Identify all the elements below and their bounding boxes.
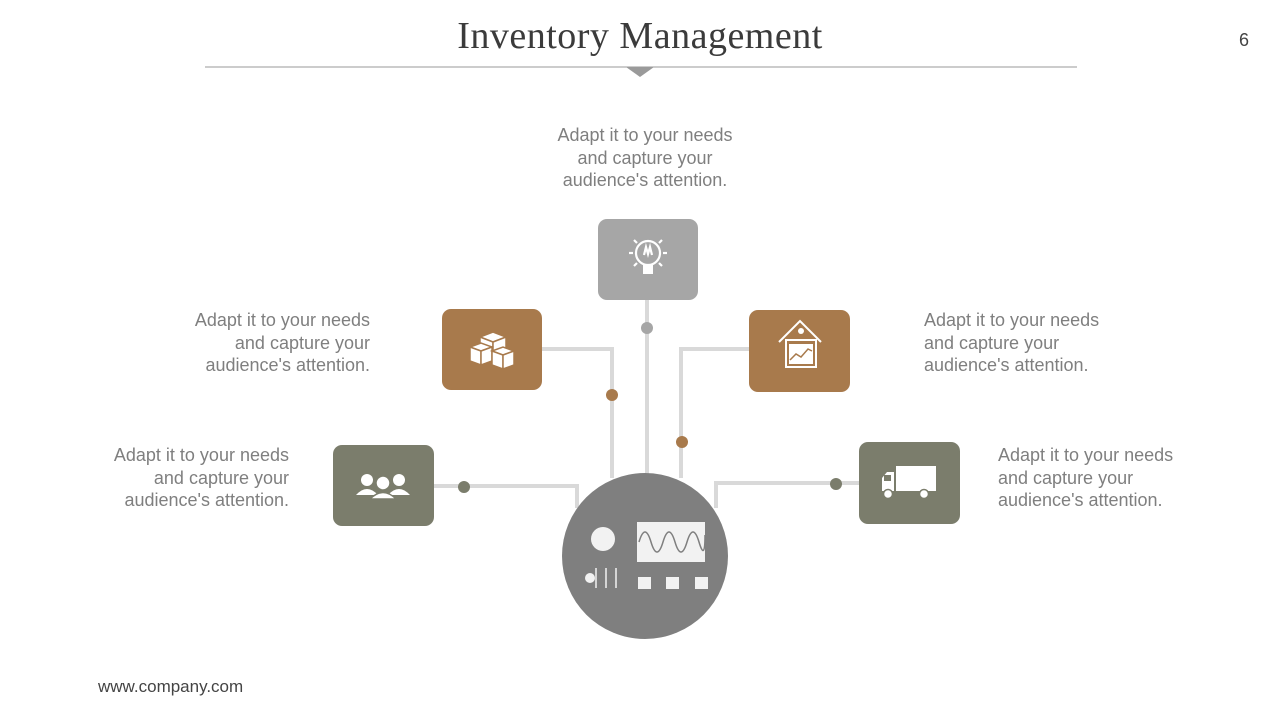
connector-lower-left [434, 484, 579, 508]
delivery-truck-icon [882, 466, 936, 500]
page-number: 6 [1238, 30, 1249, 50]
connector-dot-lower-right [830, 478, 842, 490]
caption-line: Adapt it to your needs [557, 125, 733, 145]
caption-line: audience's attention. [124, 490, 289, 510]
caption-line: audience's attention. [205, 355, 370, 375]
slide-title: Inventory Management [457, 15, 823, 57]
connector-dot-upper-left [606, 389, 618, 401]
hub [562, 473, 728, 639]
caption-lower-left: Adapt it to your needs and capture your … [49, 444, 289, 512]
caption-line: Adapt it to your needs [998, 445, 1174, 465]
caption-line: and capture your [153, 467, 289, 488]
caption-line: and capture your [998, 467, 1134, 488]
connector-dot-upper-right [676, 436, 688, 448]
connector-upper-left [542, 347, 614, 478]
node-top-box [598, 219, 698, 300]
footer-url: www.company.com [98, 677, 244, 696]
caption-line: Adapt it to your needs [924, 310, 1100, 330]
connector-dot-lower-left [458, 481, 470, 493]
caption-line: Adapt it to your needs [194, 310, 370, 330]
connector-upper-right [679, 347, 749, 478]
caption-line: and capture your [577, 147, 713, 168]
people-group-icon [356, 474, 410, 500]
warehouse-chart-icon [778, 319, 822, 368]
connector-lower-right [714, 481, 859, 508]
caption-top: Adapt it to your needs and capture your … [525, 124, 765, 192]
caption-line: Adapt it to your needs [113, 445, 289, 465]
title-pointer [626, 67, 654, 77]
caption-line: audience's attention. [562, 170, 728, 190]
connector-dot-top [641, 322, 653, 334]
caption-line: and capture your [924, 332, 1060, 353]
caption-line: audience's attention. [998, 490, 1163, 510]
node-upper-left [442, 309, 542, 390]
lightbulb-icon [629, 239, 667, 274]
caption-upper-right: Adapt it to your needs and capture your … [924, 309, 1164, 377]
control-panel-icon [585, 522, 708, 589]
caption-line: audience's attention. [924, 355, 1089, 375]
node-lower-left [333, 445, 434, 526]
caption-upper-left: Adapt it to your needs and capture your … [130, 309, 370, 377]
caption-lower-right: Adapt it to your needs and capture your … [998, 444, 1238, 512]
node-top [598, 219, 698, 300]
boxes-icon [467, 331, 517, 371]
caption-line: and capture your [234, 332, 370, 353]
node-upper-right [749, 310, 850, 392]
node-lower-right [859, 442, 960, 524]
